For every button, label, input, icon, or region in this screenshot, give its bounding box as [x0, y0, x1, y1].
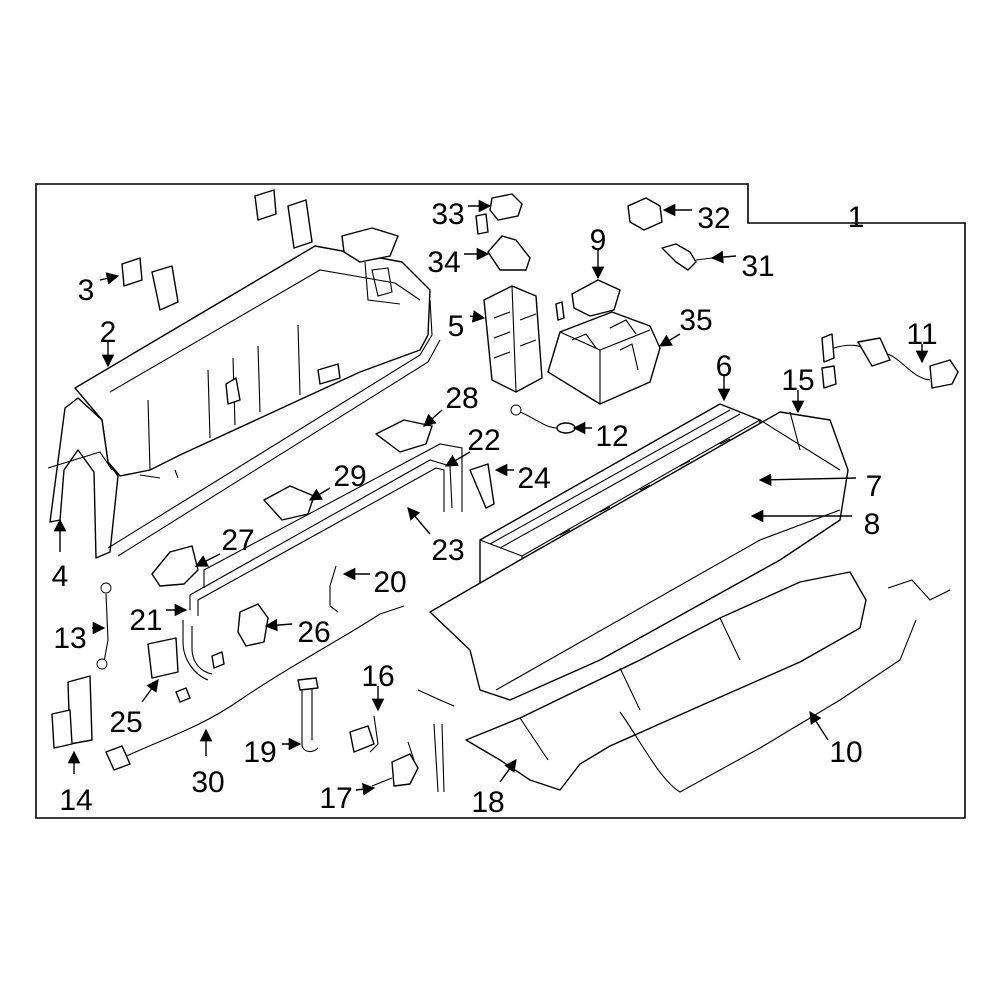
part-30-harness: [105, 605, 405, 771]
callout-2: 2: [100, 316, 117, 349]
cover-bracket: [341, 227, 399, 263]
callout-29: 29: [333, 460, 366, 493]
leader-27: [194, 553, 221, 567]
part-21-22-23-tubes: [182, 443, 463, 681]
callout-31: 31: [741, 250, 774, 283]
part-4-seal-frame: [47, 299, 441, 559]
part-13-strap: [96, 582, 112, 670]
leader-25: [141, 678, 159, 703]
part-2-upper-cover: [74, 245, 431, 479]
part-27-cover: [151, 545, 199, 587]
part-34-sensor: [487, 235, 531, 271]
callout-19: 19: [243, 736, 276, 769]
part-24-bracket: [469, 463, 495, 509]
leader-23: [407, 507, 431, 535]
callout-10: 10: [829, 736, 862, 769]
part-32-connector: [627, 197, 663, 231]
callout-8: 8: [864, 508, 881, 541]
callout-23: 23: [431, 534, 464, 567]
leader-26: [264, 618, 293, 632]
diagram-frame: [35, 183, 966, 819]
part-26-bracket: [237, 603, 269, 647]
part-35-junction-block: [547, 311, 661, 405]
leader-22: [444, 451, 471, 467]
callout-12: 12: [595, 420, 628, 453]
callout-24: 24: [517, 462, 550, 495]
leader-10: [809, 710, 829, 741]
part-14-mount: [51, 675, 93, 749]
part-12-cable: [510, 404, 576, 434]
callout-30: 30: [191, 766, 224, 799]
part-31-harness: [661, 243, 713, 271]
leader-29: [308, 487, 331, 501]
callout-33: 33: [431, 198, 464, 231]
callout-26: 26: [297, 616, 330, 649]
part-28-cover: [375, 419, 433, 453]
leader-31: [710, 250, 737, 264]
bolt-21: [211, 651, 225, 669]
callout-22: 22: [467, 424, 500, 457]
part-16-valve: [349, 715, 379, 753]
callout-34: 34: [427, 246, 460, 279]
part-19-hose: [297, 677, 319, 753]
clip-near-18: [417, 689, 455, 707]
part-25-bracket: [147, 637, 179, 679]
callout-4: 4: [52, 560, 69, 593]
part-9-module: [571, 279, 621, 317]
callout-1: 1: [848, 201, 865, 234]
callout-17: 17: [319, 782, 352, 815]
callout-35: 35: [679, 304, 712, 337]
part-20-clip: [329, 565, 339, 613]
part-3-pads: [121, 189, 313, 311]
leader-5: [469, 310, 486, 323]
part-5-relay-block: [483, 285, 543, 393]
callout-14: 14: [59, 784, 92, 817]
hose-18-lead: [433, 723, 445, 793]
part-10-18-under-shield: [465, 571, 951, 793]
callout-25: 25: [109, 706, 142, 739]
leader-17: [355, 782, 376, 796]
callout-20: 20: [373, 566, 406, 599]
leader-35: [658, 333, 681, 347]
callout-13: 13: [53, 622, 86, 655]
callout-28: 28: [445, 382, 478, 415]
leader-28: [423, 409, 443, 427]
bolt-small: [555, 301, 565, 321]
callout-6: 6: [716, 350, 733, 383]
leader-7: [758, 473, 857, 487]
part-17-fitting: [371, 741, 419, 787]
callout-9: 9: [590, 224, 607, 257]
bolt-25: [175, 687, 191, 703]
leader-3: [99, 272, 120, 285]
callout-7: 7: [866, 470, 883, 503]
part-15-tray: [429, 411, 849, 701]
leader-18: [499, 758, 517, 783]
callout-27: 27: [221, 524, 254, 557]
part-29-bracket: [263, 485, 315, 521]
part-11-harness: [821, 333, 959, 389]
callout-18: 18: [471, 786, 504, 819]
callout-3: 3: [78, 274, 95, 307]
callout-21: 21: [129, 604, 162, 637]
part-33-clip: [475, 193, 523, 235]
callout-32: 32: [697, 202, 730, 235]
callout-5: 5: [448, 310, 465, 343]
